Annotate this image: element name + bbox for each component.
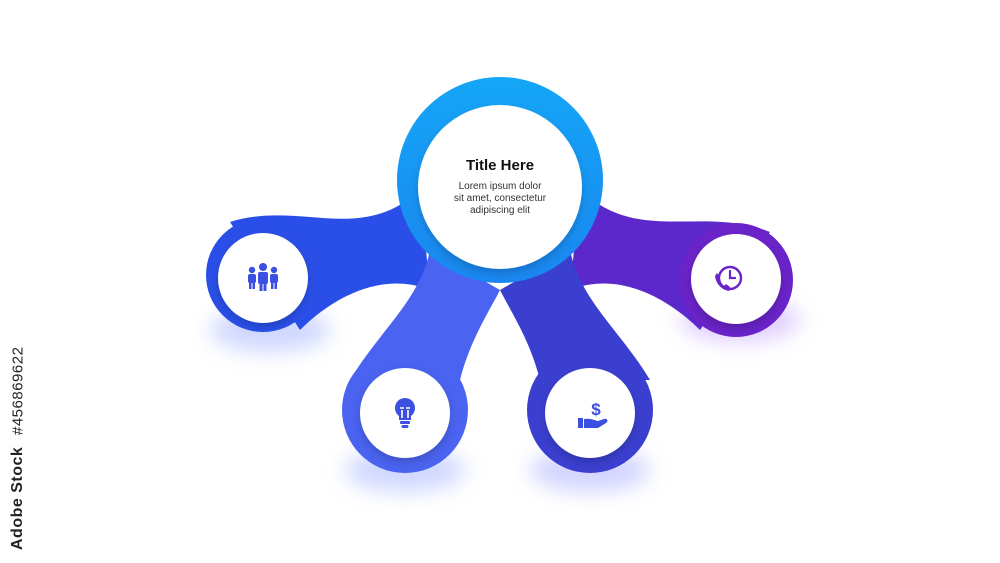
center-body-line-1: Lorem ipsum dolor <box>458 181 542 192</box>
hand-dollar-icon: $ <box>578 400 608 428</box>
people-icon <box>248 263 278 291</box>
watermark-logo: Adobe Stock <box>9 446 26 550</box>
phone-clock-icon <box>715 265 743 291</box>
center-title: Title Here <box>465 157 535 174</box>
center-hub <box>397 77 603 283</box>
svg-text:$: $ <box>591 400 601 419</box>
center-text: Title Here Lorem ipsum dolor sit amet, c… <box>425 157 575 217</box>
stock-watermark: Adobe Stock #456869622 <box>8 320 28 550</box>
node-disc-money <box>545 368 635 458</box>
watermark-number: #456869622 <box>9 346 27 435</box>
node-discs <box>218 233 781 458</box>
connector-bottom-left <box>350 250 500 380</box>
center-body-line-3: adipiscing elit <box>469 205 531 216</box>
lightbulb-icon <box>395 398 415 428</box>
connector-bottom-right <box>500 250 650 380</box>
center-body-line-2: sit amet, consectetur <box>453 193 547 204</box>
node-disc-support <box>691 234 781 324</box>
